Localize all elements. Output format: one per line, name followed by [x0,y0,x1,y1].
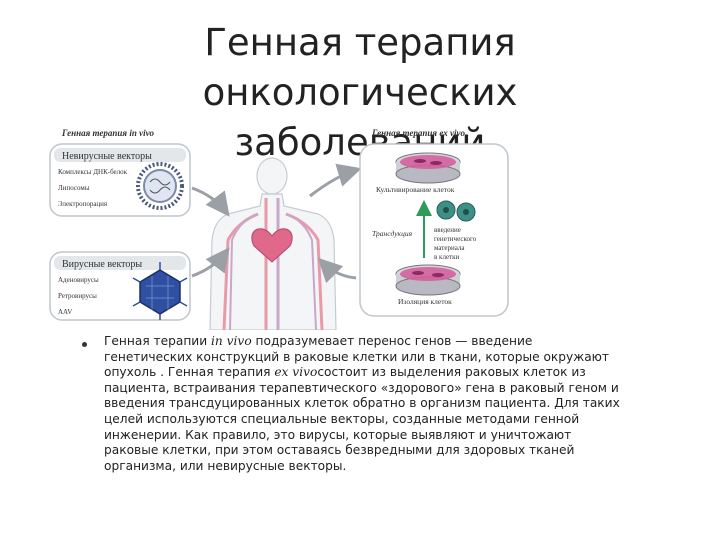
viral-header: Вирусные векторы [62,259,142,270]
heart-icon [251,228,293,263]
insertion-line-1: введение [434,226,461,234]
extract-arrow [309,163,362,198]
nonviral-item-3: Электропорация [58,200,108,208]
nonviral-item-2: Липосомы [58,184,90,192]
petri-dish-top-icon [395,152,461,184]
para-part-2: подразумевает перенос генов — введение г… [104,334,610,380]
transduction-label: Трансдукция [372,229,413,238]
nonviral-item-1: Комплексы ДНК-белок [58,168,128,176]
petri-dish-bottom-icon [395,264,461,296]
viral-vectors-panel: Вирусные векторы Аденовирусы Ретровирусы… [49,251,191,321]
viral-item-3: AAV [58,308,72,316]
bullet-paragraph: Генная терапии in vivo подразумевает пер… [104,334,624,474]
title-line-1: Генная терапия онкологических [202,21,518,114]
para-part-1: Генная терапии [104,334,212,348]
slide-title: Генная терапия онкологических заболевани… [60,18,660,168]
para-part-3: состоит из выделения раковых клеток из п… [104,365,620,473]
insertion-line-3: материала [434,244,465,252]
liposome-icon [136,162,184,210]
return-arrow [317,257,357,284]
viral-arrow [191,247,230,278]
nonviral-header: Невирусные векторы [62,151,152,162]
modified-cells-icon [436,200,476,222]
gene-therapy-figure: Генная терапия in vivo Генная терапия ex… [49,128,509,330]
nonviral-arrow [191,186,230,217]
ex-vivo-heading: Генная терапия ex vivo [371,128,466,138]
insertion-line-4: в клетки [434,253,460,261]
in-vivo-term: in vivo [211,334,252,348]
cultured-cells-label: Культивирование клеток [376,185,455,194]
ex-vivo-term: ex vivo [274,365,318,380]
nonviral-vectors-panel: Невирусные векторы Комплексы ДНК-белок Л… [49,143,191,217]
viral-item-2: Ретровирусы [58,292,97,300]
isolation-label: Изоляция клеток [398,297,452,306]
insertion-line-2: генетического [434,235,477,243]
human-body-icon [209,157,337,330]
viral-item-1: Аденовирусы [58,276,99,284]
in-vivo-heading: Генная терапия in vivo [61,128,155,138]
ex-vivo-panel: Культивирование клеток Трансдукция введе… [359,143,509,317]
bullet-dot [82,342,87,347]
virus-icon [132,262,188,320]
